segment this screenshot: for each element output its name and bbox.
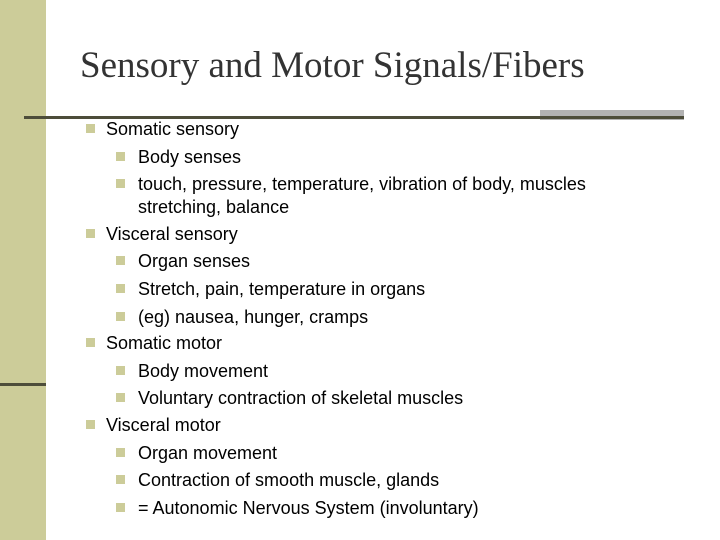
bullet-icon xyxy=(116,503,125,512)
list-item-level2: Organ senses xyxy=(138,251,251,271)
list-item-continuation: stretching, balance xyxy=(138,197,290,217)
bullet-icon xyxy=(116,152,125,161)
slide-title: Sensory and Motor Signals/Fibers xyxy=(80,45,585,86)
bullet-icon xyxy=(116,393,125,402)
list-item-level1: Visceral sensory xyxy=(106,224,238,244)
list-item-level2: Organ movement xyxy=(138,443,278,463)
bullet-icon xyxy=(86,229,95,238)
bullet-icon xyxy=(116,312,125,321)
list-item-level2: = Autonomic Nervous System (involuntary) xyxy=(138,498,479,518)
bullet-icon xyxy=(116,475,125,484)
list-item-level2: Body movement xyxy=(138,361,269,381)
list-item-level2: Voluntary contraction of skeletal muscle… xyxy=(138,388,464,408)
bullet-icon xyxy=(86,420,95,429)
title-accent-bar xyxy=(540,110,684,120)
bullet-icon xyxy=(86,124,95,133)
list-item-level1: Visceral motor xyxy=(106,415,221,435)
left-decorative-band xyxy=(0,0,46,540)
bullet-icon xyxy=(116,366,125,375)
list-item-level1: Somatic motor xyxy=(106,333,223,353)
left-band-divider xyxy=(0,383,46,386)
bullet-icon xyxy=(116,256,125,265)
bullet-icon xyxy=(116,284,125,293)
bullet-icon xyxy=(116,179,125,188)
list-item-level2: Contraction of smooth muscle, glands xyxy=(138,470,440,490)
bullet-icon xyxy=(86,338,95,347)
list-item-level2: (eg) nausea, hunger, cramps xyxy=(138,307,369,327)
list-item-level2: touch, pressure, temperature, vibration … xyxy=(138,174,586,194)
bullet-icon xyxy=(116,448,125,457)
list-item-level2: Stretch, pain, temperature in organs xyxy=(138,279,426,299)
list-item-level1: Somatic sensory xyxy=(106,119,240,139)
title-divider-rule xyxy=(24,116,684,119)
list-item-level2: Body senses xyxy=(138,147,242,167)
